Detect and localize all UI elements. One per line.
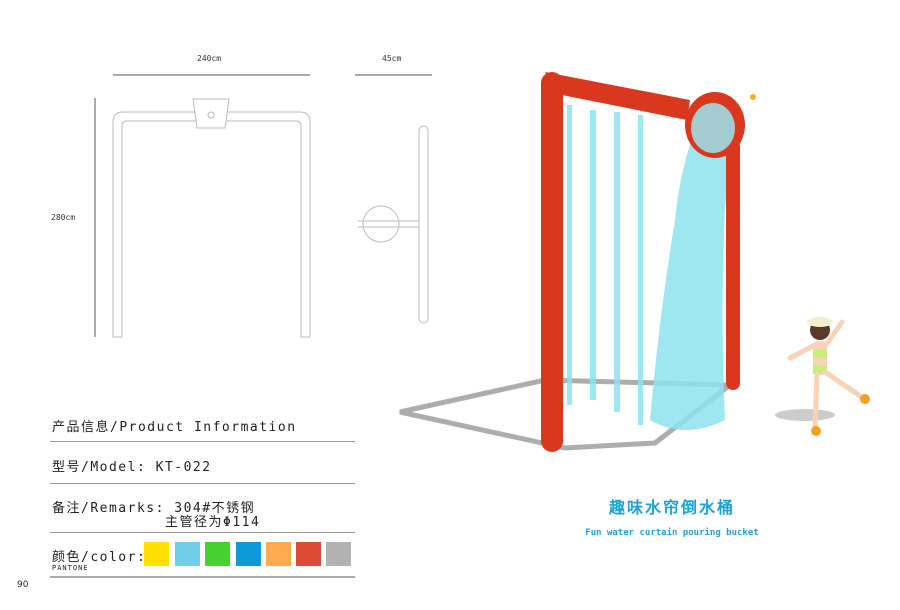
pantone-label: PANTONE (52, 564, 89, 572)
divider (50, 441, 355, 442)
height-label: 280cm (51, 213, 76, 222)
model-text: 型号/Model: KT-022 (52, 460, 212, 475)
color-swatch (144, 542, 169, 566)
product-illustration (399, 72, 870, 452)
page-number: 90 (17, 580, 29, 590)
girl-figure (775, 317, 870, 436)
remarks-line1: 备注/Remarks: 304#不锈钢 (52, 501, 256, 516)
color-swatch (205, 542, 230, 566)
width-label: 240cm (197, 54, 222, 63)
color-swatch (296, 542, 321, 566)
color-swatch (175, 542, 200, 566)
water-curtain (567, 105, 728, 430)
divider (50, 576, 355, 578)
product-title-en: Fun water curtain pouring bucket (585, 528, 759, 538)
color-swatch (266, 542, 291, 566)
depth-label: 45cm (382, 54, 402, 63)
color-swatch (236, 542, 261, 566)
product-title-cn: 趣味水帘倒水桶 (608, 498, 735, 517)
red-frame (541, 72, 756, 452)
remarks-line2: 主管径为Φ114 (165, 515, 261, 530)
divider (50, 483, 355, 484)
side-view (358, 125, 429, 324)
product-info-heading: 产品信息/Product Information (52, 420, 297, 435)
color-label: 颜色/color: (52, 550, 147, 565)
technical-drawing (94, 74, 432, 338)
color-swatch (326, 542, 351, 566)
divider (50, 532, 355, 533)
front-view (112, 98, 311, 338)
